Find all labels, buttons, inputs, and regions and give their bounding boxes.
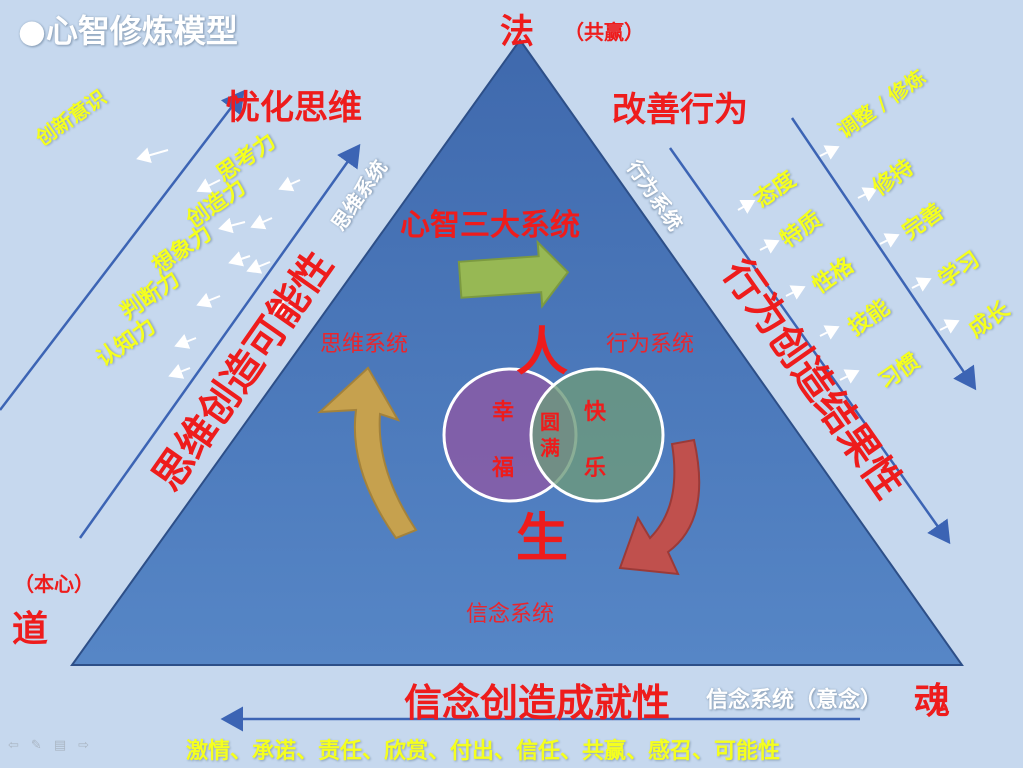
- arrow-left-icon[interactable]: ⇦: [8, 738, 19, 753]
- green-cycle-arrow: [457, 239, 570, 309]
- overlap-char-1: 满: [540, 436, 560, 460]
- dao-label: 道: [12, 609, 49, 650]
- ren-char: 人: [516, 323, 569, 383]
- circle-joy: [529, 367, 665, 503]
- right-header: 改善行为: [612, 90, 748, 130]
- belief-system-label: 信念系统: [466, 602, 555, 627]
- bottom-values-list: 激情、承诺、责任、欣赏、付出、信任、共赢、感召、可能性: [186, 739, 781, 764]
- circle-right-char-1: 乐: [584, 456, 607, 481]
- pen-icon[interactable]: ✎: [30, 738, 42, 753]
- arrow-right-icon[interactable]: ⇨: [78, 738, 90, 753]
- circle-left-char-0: 幸: [492, 400, 515, 425]
- slide-title: ●心智修炼模型: [18, 12, 238, 50]
- sheng-char: 生: [516, 509, 569, 569]
- left-inner-arrow: [78, 143, 361, 539]
- circle-right-char-0: 快: [584, 400, 607, 425]
- behavior-system-label: 行为系统: [606, 332, 695, 357]
- apex-fa-label: 法: [500, 12, 534, 52]
- bottom-big-text: 信念创造成就性: [404, 681, 671, 725]
- center-title: 心智三大系统: [400, 208, 580, 243]
- circle-left-char-1: 福: [492, 456, 515, 481]
- hun-label: 魂: [914, 681, 951, 722]
- right-outer-arrow: [790, 117, 977, 391]
- gold-cycle-arrow: [317, 366, 418, 540]
- apex-gongying-label: （共赢）: [564, 20, 644, 44]
- main-triangle: [70, 38, 964, 666]
- belief-system-yinian-label: 信念系统（意念）: [706, 688, 883, 713]
- red-cycle-arrow: [618, 438, 701, 576]
- right-inner-arrow: [668, 147, 951, 545]
- left-header: 忧化思维: [226, 88, 362, 128]
- menu-icon[interactable]: ▤: [53, 738, 67, 753]
- thinking-system-label: 思维系统: [320, 332, 409, 357]
- overlap-char-0: 圆: [540, 410, 560, 434]
- small-white-arrows: [136, 145, 960, 384]
- slide-nav-controls: ⇦ ✎ ▤ ⇨: [8, 738, 89, 753]
- benxin-label: （本心）: [14, 572, 94, 596]
- left-outer-arrow: [0, 90, 245, 411]
